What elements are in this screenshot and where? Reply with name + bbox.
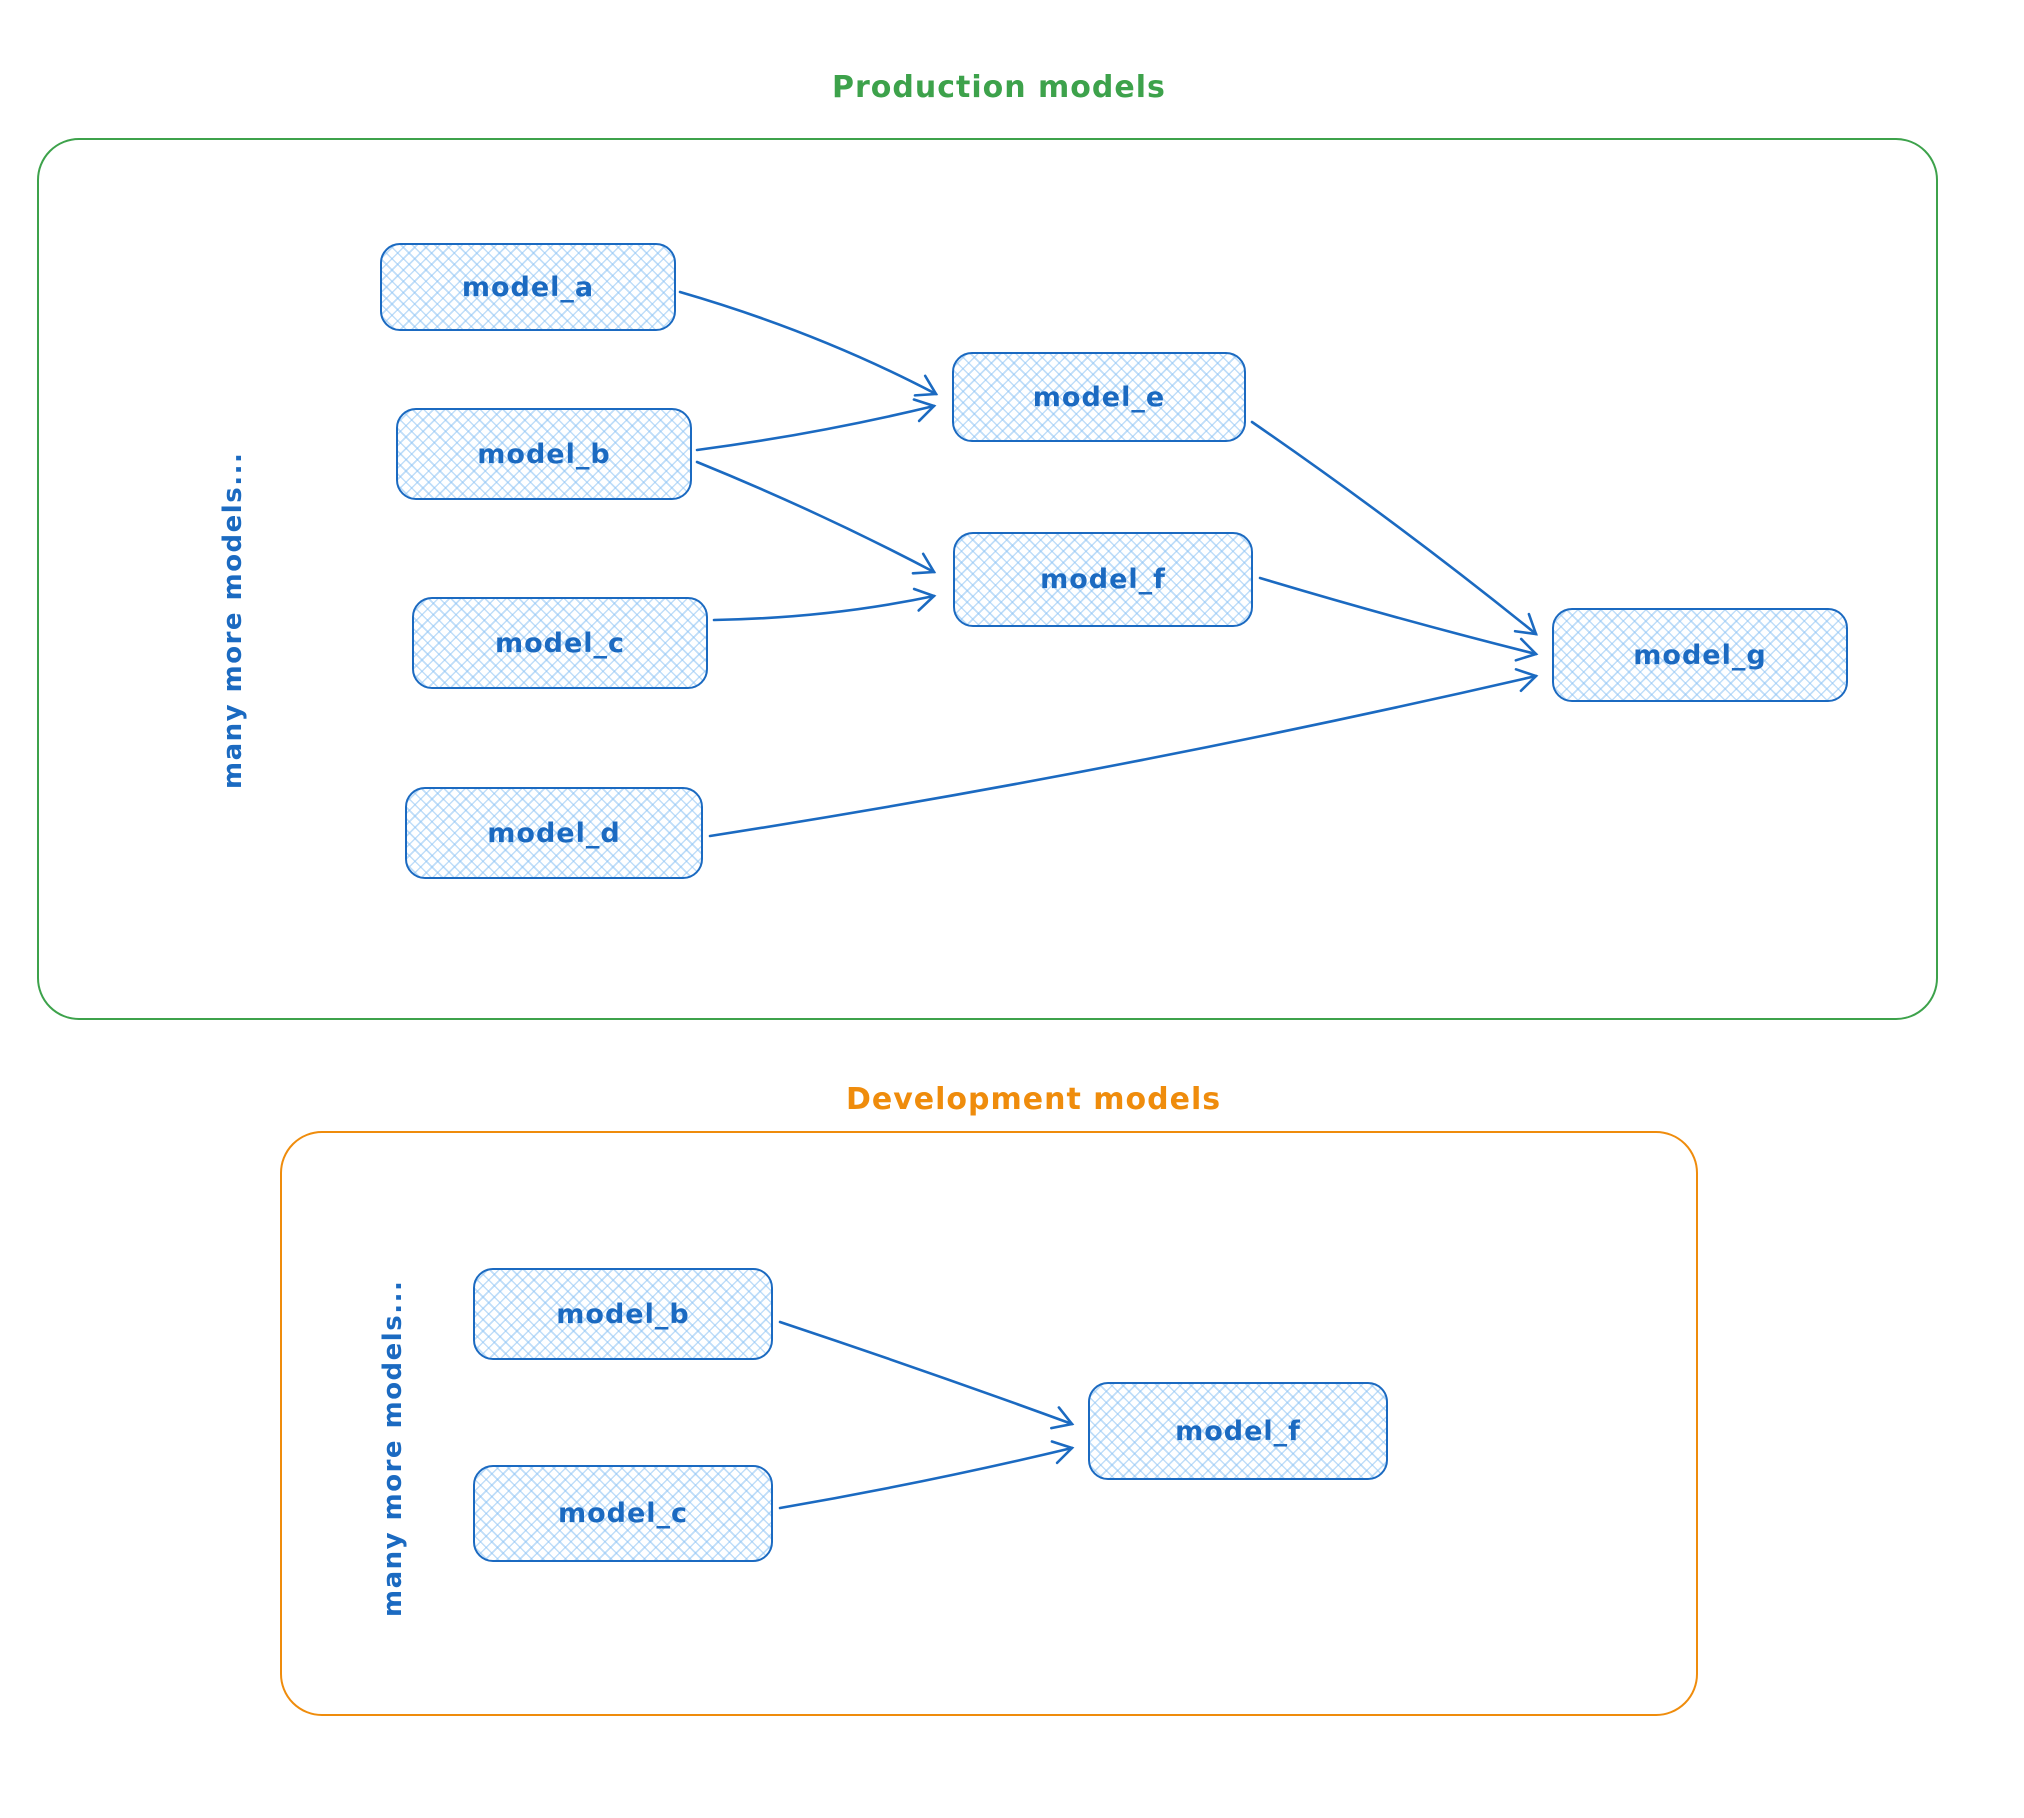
production-section-title: Production models bbox=[832, 70, 1166, 105]
node-model-g: model_g bbox=[1552, 608, 1848, 702]
dev-node-model-f: model_f bbox=[1088, 1382, 1388, 1480]
development-section-frame bbox=[280, 1131, 1698, 1716]
production-side-label: many more models... bbox=[218, 451, 248, 789]
dev-node-model-c-label: model_c bbox=[557, 1498, 689, 1529]
node-model-e-label: model_e bbox=[1032, 381, 1166, 413]
node-model-b: model_b bbox=[396, 408, 692, 500]
node-model-c: model_c bbox=[412, 597, 708, 689]
dev-node-model-f-label: model_f bbox=[1175, 1415, 1301, 1447]
dev-node-model-b: model_b bbox=[473, 1268, 773, 1360]
dev-node-model-b-label: model_b bbox=[556, 1298, 690, 1330]
node-model-a-label: model_a bbox=[461, 271, 595, 303]
node-model-d-label: model_d bbox=[487, 817, 621, 849]
node-model-f-label: model_f bbox=[1040, 564, 1166, 595]
production-section-frame bbox=[37, 138, 1938, 1020]
node-model-f: model_f bbox=[953, 532, 1253, 627]
development-section-title: Development models bbox=[846, 1082, 1222, 1117]
development-side-label: many more models... bbox=[378, 1279, 408, 1617]
node-model-d: model_d bbox=[405, 787, 703, 879]
node-model-e: model_e bbox=[952, 352, 1246, 442]
node-model-g-label: model_g bbox=[1633, 639, 1767, 671]
node-model-c-label: model_c bbox=[494, 627, 626, 659]
dev-node-model-c: model_c bbox=[473, 1465, 773, 1562]
node-model-b-label: model_b bbox=[477, 438, 611, 470]
node-model-a: model_a bbox=[380, 243, 676, 331]
